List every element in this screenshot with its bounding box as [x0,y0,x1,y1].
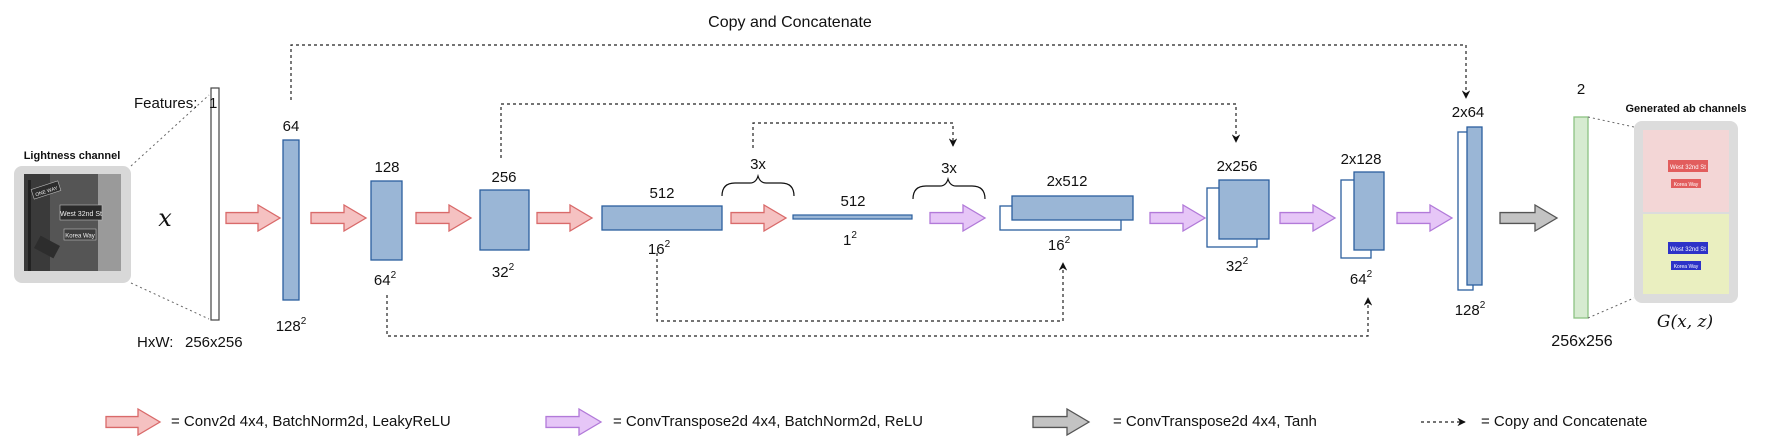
encoder-size-64: 642 [374,270,397,289]
encoder-block-64 [282,139,300,301]
legend-conv-label: = Conv2d 4x4, BatchNorm2d, LeakyReLU [171,413,451,430]
encoder-block-128 [370,180,403,261]
decoder-size-16: 162 [1048,235,1071,254]
repeat-label-decoder: 3x [941,160,957,177]
encoder-size-16: 162 [648,239,671,258]
output-sign-a-1: West 32nd St [1670,165,1706,171]
op-arrow-convT-6 [929,203,987,233]
op-arrow-conv-1 [225,203,282,233]
input-caption: Lightness channel [24,150,121,162]
op-arrow-convT-8 [1279,203,1337,233]
legend-convT-label: = ConvTranspose2d 4x4, BatchNorm2d, ReLU [613,413,923,430]
op-arrow-final-10 [1499,203,1559,233]
encoder-channels-256: 256 [491,169,516,186]
legend-final-label: = ConvTranspose2d 4x4, Tanh [1113,413,1317,430]
output-layer [1573,116,1589,319]
output-sign-a-2: Korea Way [1674,182,1699,188]
operation-arrows [225,203,1559,233]
op-arrow-convT-7 [1149,203,1207,233]
output-formula: G(x, z) [1657,312,1713,332]
op-arrow-conv-2 [310,203,368,233]
repeat-brace-decoder [912,176,986,200]
decoder-block-2x256 [1218,179,1270,240]
decoder: 2x512 162 2x256 322 2x128 642 2x64 1282 [999,104,1486,319]
input-layer [210,87,220,321]
encoder-channels-64: 64 [283,118,300,135]
legend-conv-arrow [105,407,162,437]
repeat-brace-encoder [721,173,795,197]
decoder-channels-2x64: 2x64 [1452,104,1485,121]
encoder-channels-512: 512 [649,185,674,202]
encoder-block-512 [601,205,723,231]
decoder-size-128: 1282 [1455,300,1486,319]
skip-connection-256 [500,103,1241,158]
decoder-block-2x128 [1353,171,1385,251]
size-value: 256x256 [185,334,243,351]
bottleneck-block [792,214,913,220]
output-group: 2 256x256 Generated ab channels West 32n… [1551,81,1746,350]
decoder-block-2x512 [1011,195,1134,221]
skip-connection-64 [290,44,1471,100]
decoder-channels-2x128: 2x128 [1341,151,1382,168]
decoder-channels-2x256: 2x256 [1217,158,1258,175]
input-sign-2: Korea Way [65,234,94,240]
input-sign-1: West 32nd St [60,211,102,218]
encoder-size-128: 1282 [276,316,307,335]
repeat-label-encoder: 3x [750,156,766,173]
op-arrow-conv-3 [415,203,473,233]
output-sign-b-2: Korea Way [1674,264,1699,270]
decoder-size-64: 642 [1350,269,1373,288]
top-skip-label: Copy and Concatenate [708,14,872,31]
output-size: 256x256 [1551,333,1612,350]
skip-connection-128 [386,295,1373,337]
legend: = Conv2d 4x4, BatchNorm2d, LeakyReLU = C… [105,407,1647,437]
input-symbol-x: x [158,204,172,232]
op-arrow-convT-9 [1396,203,1454,233]
bottleneck-size-1: 12 [843,230,857,249]
skip-connection-bottleneck [752,122,958,148]
encoder-size-32: 322 [492,262,515,281]
decoder-block-2x64 [1466,126,1483,286]
op-arrow-conv-5 [730,203,788,233]
legend-convT-arrow [545,407,603,437]
encoder-channels-128: 128 [374,159,399,176]
output-channels: 2 [1577,81,1585,98]
features-value: 1 [209,95,217,112]
output-caption: Generated ab channels [1625,103,1746,115]
skip-connection-512 [656,253,1068,322]
bottleneck-channels: 512 [840,193,865,210]
output-sign-b-1: West 32nd St [1670,247,1706,253]
op-arrow-conv-4 [536,203,594,233]
features-label: Features: [134,95,197,112]
encoder: 64 1282 128 642 256 322 512 162 512 12 [276,118,913,335]
decoder-size-32: 322 [1226,256,1249,275]
size-label: HxW: [137,334,173,351]
decoder-channels-2x512: 2x512 [1047,173,1088,190]
legend-final-arrow [1032,407,1091,437]
legend-skip-label: = Copy and Concatenate [1481,413,1647,430]
encoder-block-256 [479,189,530,251]
input-image-group: Lightness channel West 32nd St Korea Way… [14,87,243,351]
